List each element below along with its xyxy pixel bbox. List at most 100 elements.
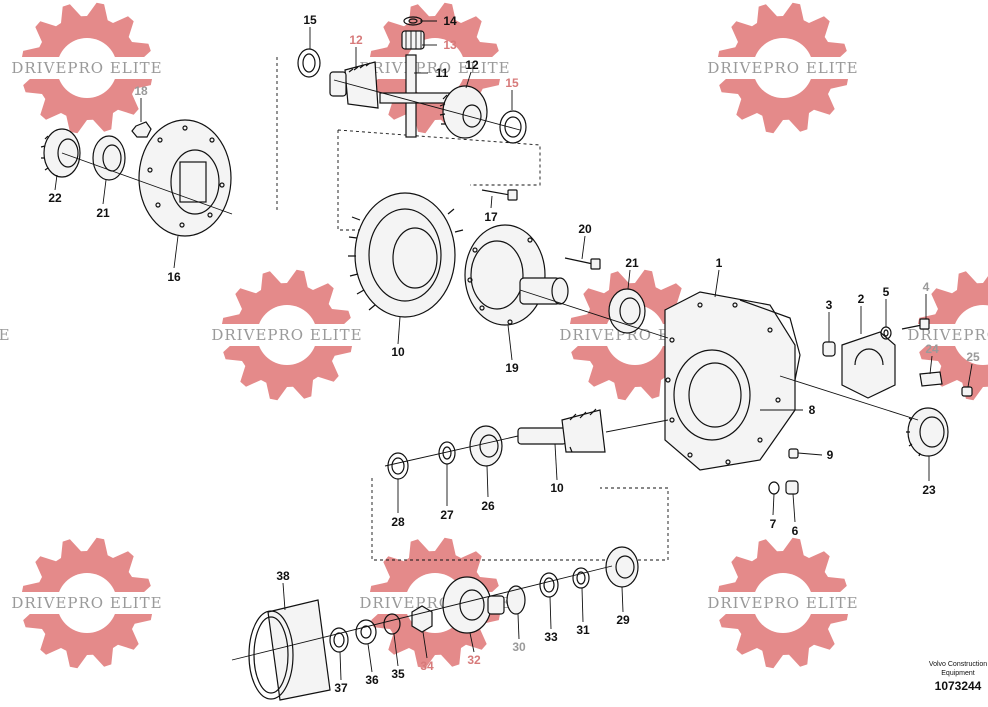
watermark-logo: DRIVEPRO ELITE — [707, 537, 859, 669]
watermark-logo: DRIVEPRO ELITE — [11, 2, 163, 134]
callout-11: 11 — [436, 66, 449, 80]
pinion-bearing-26 — [469, 425, 503, 467]
nut-18 — [131, 121, 152, 138]
callout-18: 18 — [134, 84, 148, 98]
callout-9: 9 — [827, 448, 834, 462]
watermark-text: DRIVEPRO ELITE — [11, 59, 162, 77]
o-ring-7 — [768, 481, 780, 495]
watermark-text: DRIVEPRO ELITE — [707, 594, 858, 612]
crown-wheel-10 — [348, 192, 464, 318]
companion-flange-32 — [442, 576, 505, 634]
callout-20: 20 — [578, 222, 592, 236]
callout-5: 5 — [883, 285, 890, 299]
spacer-31 — [572, 567, 590, 589]
callout-25: 25 — [966, 350, 980, 364]
watermark-band — [11, 592, 163, 614]
drive-pinion-10 — [517, 408, 606, 453]
adjusting-ring-23 — [906, 407, 949, 457]
watermark-band — [707, 57, 859, 79]
watermark-layer: DRIVEPRO ELITE DRIVEPRO ELITE DRIVEPRO ELI… — [0, 2, 988, 669]
bolt-4 — [901, 318, 930, 330]
bearing-cap-2 — [841, 331, 896, 399]
callout-14: 14 — [443, 14, 457, 28]
differential-case-19 — [464, 224, 569, 326]
drawing-number: 1073244 — [935, 679, 982, 693]
alignment-axes — [61, 79, 919, 661]
callout-17: 17 — [484, 210, 498, 224]
callout-leaders — [54, 20, 973, 681]
watermark-text: DRIVEPRO ELITE — [211, 326, 362, 344]
callout-8: 8 — [809, 403, 816, 417]
watermark-text: DRIVEPRO ELITE — [907, 326, 988, 344]
callout-32: 32 — [467, 653, 481, 667]
watermark-band — [211, 324, 363, 346]
callout-21-right: 21 — [625, 256, 639, 270]
nut-34 — [411, 605, 433, 633]
callout-19: 19 — [505, 361, 519, 375]
callout-27: 27 — [440, 508, 454, 522]
callout-2: 2 — [858, 292, 865, 306]
washer-35 — [383, 613, 401, 635]
watermark-logo: DRIVEPRO ELITE — [11, 537, 163, 669]
callout-4: 4 — [923, 280, 930, 294]
bolt-25 — [961, 386, 973, 397]
callout-26: 26 — [481, 499, 495, 513]
callout-35: 35 — [391, 667, 405, 681]
footer-brand-line1: Volvo Construction — [929, 661, 987, 668]
callout-30: 30 — [512, 640, 526, 654]
callout-15-right: 15 — [505, 76, 519, 90]
watermark-band — [707, 592, 859, 614]
axle-housing-1 — [664, 291, 801, 471]
gear-30 — [506, 585, 526, 615]
drawing-footer: Volvo Construction Equipment 1073244 — [929, 661, 987, 693]
callout-21-left: 21 — [96, 206, 110, 220]
screw-9 — [788, 448, 799, 459]
watermark-logo: DRIVEPRO ELITE — [907, 271, 988, 401]
footer-brand-line2: Equipment — [941, 670, 975, 677]
callout-23: 23 — [922, 483, 936, 497]
thrust-washer-15-right — [499, 110, 527, 144]
bolt-17 — [481, 189, 518, 201]
watermark-band — [359, 57, 511, 79]
thrust-washer-15-top — [297, 48, 321, 78]
callout-34: 34 — [420, 659, 434, 673]
callout-28: 28 — [391, 515, 405, 529]
watermark-band — [11, 57, 163, 79]
side-gear-12-left — [329, 61, 379, 109]
callout-22: 22 — [48, 191, 62, 205]
callout-37: 37 — [334, 681, 348, 695]
callout-12-right: 12 — [465, 58, 479, 72]
dust-cover-38 — [248, 599, 331, 701]
watermark-logo: DRIVEPRO ELITE — [0, 324, 11, 347]
callout-10-pinion: 10 — [550, 481, 564, 495]
callout-31: 31 — [576, 623, 590, 637]
callout-3: 3 — [826, 298, 833, 312]
callout-24: 24 — [925, 342, 939, 356]
callout-13: 13 — [443, 38, 457, 52]
watermark-band — [0, 324, 11, 346]
watermark-text: DRIVEPRO ELITE — [359, 59, 510, 77]
watermark-logo: DRIVEPRO ELITE — [707, 2, 859, 134]
dowel-pin-3 — [822, 341, 836, 357]
shim-33 — [539, 572, 559, 598]
lock-plate-24 — [919, 371, 943, 387]
bearing-21-right — [608, 288, 646, 334]
watermark-text: DRIVEPRO ELITE — [0, 326, 11, 344]
callout-33: 33 — [544, 630, 558, 644]
callout-6: 6 — [792, 524, 799, 538]
watermark-text: DRIVEPRO ELITE — [11, 594, 162, 612]
bolt-20 — [564, 257, 601, 270]
callout-38: 38 — [276, 569, 290, 583]
bearing-cup-21-left — [92, 135, 126, 181]
callout-36: 36 — [365, 673, 379, 687]
shim-28 — [387, 452, 409, 480]
callout-7: 7 — [770, 517, 777, 531]
seal-37 — [329, 627, 349, 653]
plug-6 — [785, 480, 799, 495]
callout-15-top: 15 — [303, 13, 317, 27]
callout-labels: 15 14 13 12 11 12 15 18 22 21 16 17 20 1… — [48, 13, 980, 695]
bearing-29 — [605, 546, 639, 588]
callout-12-left: 12 — [349, 33, 363, 47]
side-gear-12-right — [439, 85, 488, 139]
